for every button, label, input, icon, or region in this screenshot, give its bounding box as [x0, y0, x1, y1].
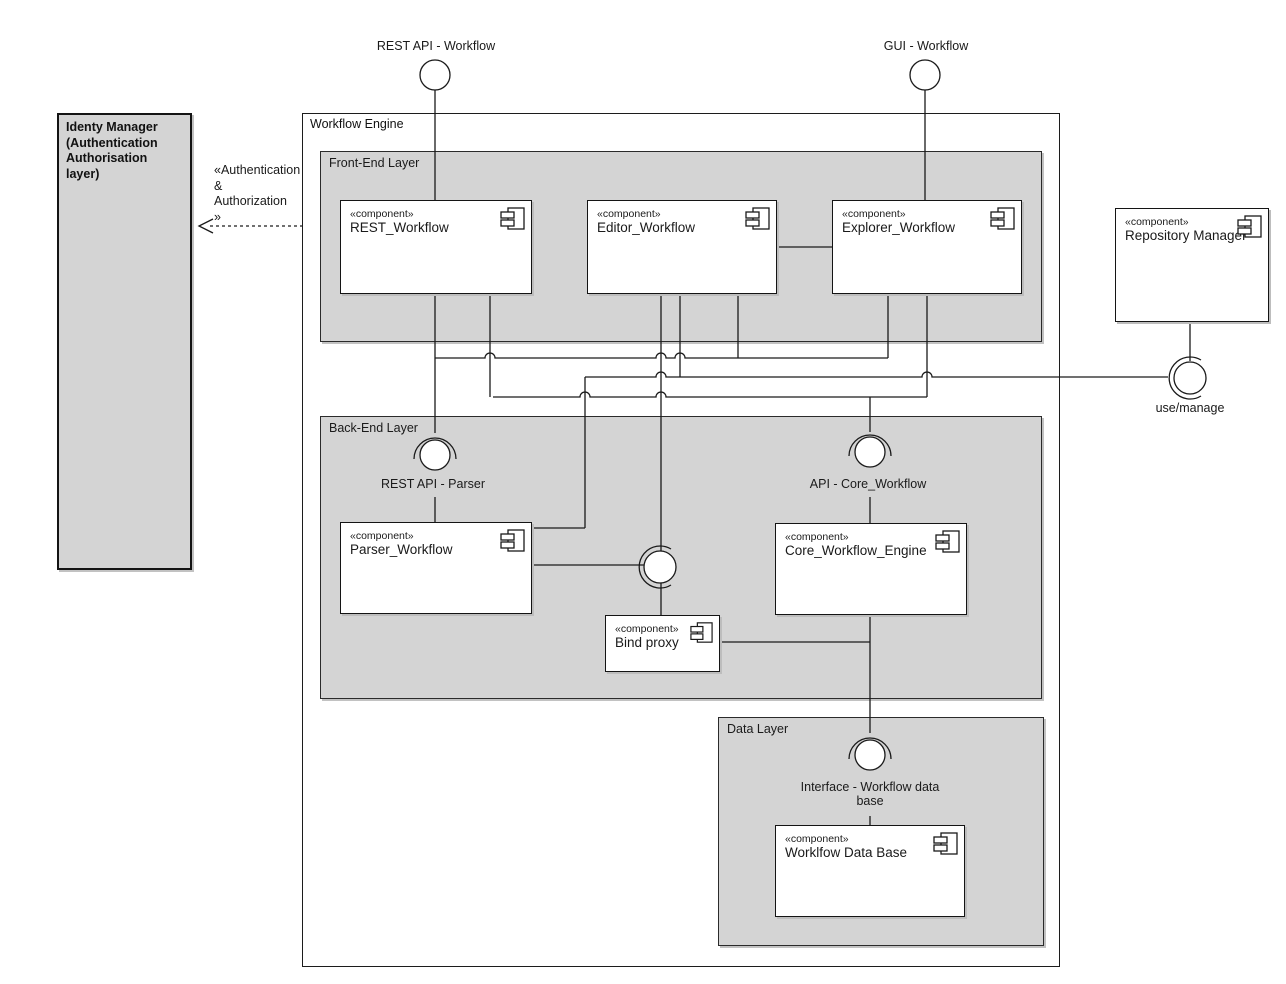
component-stereotype: «component» — [597, 208, 661, 220]
rest-api-workflow-interface-icon — [419, 59, 451, 91]
component-name: Repository Manager — [1125, 228, 1247, 243]
component-stereotype: «component» — [842, 208, 906, 220]
component-core-workflow-engine: «component» Core_Workflow_Engine — [775, 523, 967, 615]
data-layer-label: Data Layer — [727, 722, 789, 736]
component-rest-workflow: «component» REST_Workflow — [340, 200, 532, 294]
component-name: Editor_Workflow — [597, 220, 696, 235]
component-icon — [933, 832, 958, 855]
front-end-layer-label: Front-End Layer — [329, 156, 420, 170]
workflow-db-interface-label: Interface - Workflow data base — [800, 780, 940, 808]
component-icon — [745, 207, 770, 230]
gui-workflow-label: GUI - Workflow — [883, 39, 969, 53]
back-end-layer-label: Back-End Layer — [329, 421, 418, 435]
component-stereotype: «component» — [350, 208, 414, 220]
component-name: Bind proxy — [615, 635, 679, 650]
component-repository-manager: «component» Repository Manager — [1115, 208, 1269, 322]
component-stereotype: «component» — [350, 530, 414, 542]
component-icon — [500, 529, 525, 552]
rest-api-workflow-label: REST API - Workflow — [376, 39, 496, 53]
use-manage-interface-icon — [1173, 361, 1207, 395]
component-name: Parser_Workflow — [350, 542, 453, 557]
api-core-workflow-label: API - Core_Workflow — [809, 477, 927, 491]
component-bind-proxy: «component» Bind proxy — [605, 615, 720, 672]
component-icon — [1237, 215, 1262, 238]
component-name: Core_Workflow_Engine — [785, 543, 927, 558]
component-name: Explorer_Workflow — [842, 220, 956, 235]
component-editor-workflow: «component» Editor_Workflow — [587, 200, 777, 294]
component-stereotype: «component» — [1125, 216, 1189, 228]
component-explorer-workflow: «component» Explorer_Workflow — [832, 200, 1022, 294]
component-icon — [990, 207, 1015, 230]
component-parser-workflow: «component» Parser_Workflow — [340, 522, 532, 614]
dependency-arrowhead-icon — [197, 218, 214, 234]
identity-manager-box: Identy Manager (Authentication Authorisa… — [57, 113, 192, 570]
component-stereotype: «component» — [615, 623, 679, 635]
gui-workflow-interface-icon — [909, 59, 941, 91]
component-stereotype: «component» — [785, 531, 849, 543]
workflow-engine-label: Workflow Engine — [310, 117, 404, 131]
component-icon — [690, 622, 713, 643]
component-name: Worklfow Data Base — [785, 845, 908, 860]
component-icon — [500, 207, 525, 230]
component-stereotype: «component» — [785, 833, 849, 845]
component-workflow-data-base: «component» Worklfow Data Base — [775, 825, 965, 917]
use-manage-label: use/manage — [1155, 401, 1225, 415]
use-manage-socket-icon — [1168, 356, 1202, 400]
component-name: REST_Workflow — [350, 220, 449, 235]
rest-api-parser-label: REST API - Parser — [381, 477, 485, 491]
authentication-authorization-label: «Authentication & Authorization » — [214, 163, 301, 224]
component-icon — [935, 530, 960, 553]
